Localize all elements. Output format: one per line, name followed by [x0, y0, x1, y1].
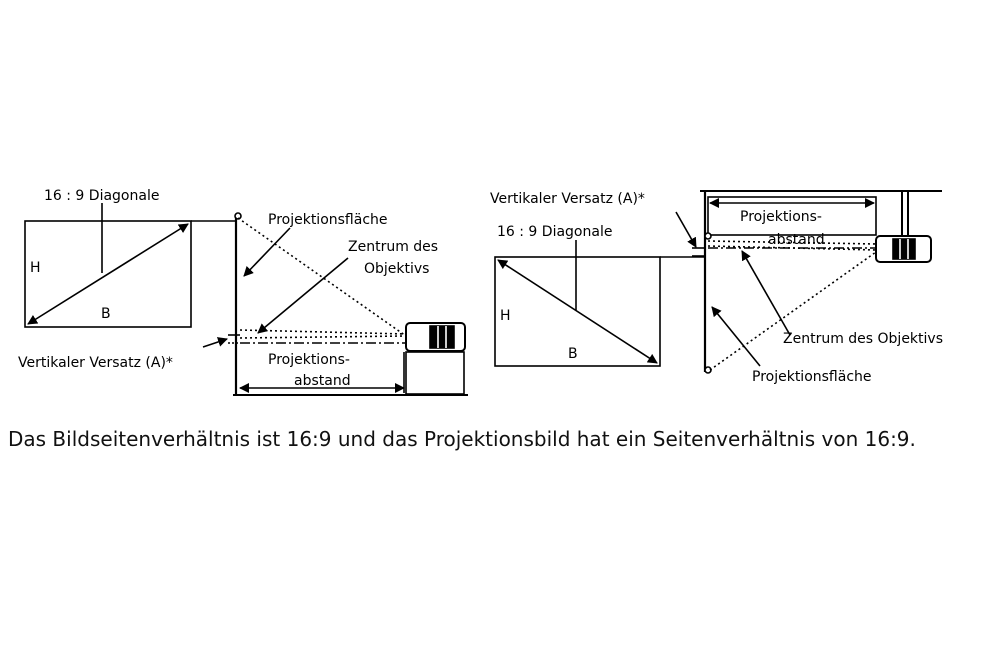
right-lens-center-label: Zentrum des Objektivs — [783, 331, 943, 347]
right-diagonal-label: 16 : 9 Diagonale — [497, 224, 612, 240]
right-diagonal-arrow — [497, 259, 658, 364]
right-distance-label-2: abstand — [768, 232, 825, 248]
right-offset-label: Vertikaler Versatz (A)* — [490, 191, 645, 207]
right-projector — [875, 235, 932, 263]
left-distance-label-2: abstand — [294, 373, 351, 389]
left-offset-label: Vertikaler Versatz (A)* — [18, 355, 173, 371]
left-lens-center-label-1: Zentrum des — [348, 239, 438, 255]
right-distance-label-1: Projektions- — [740, 209, 822, 225]
right-width-label: B — [568, 346, 578, 362]
left-distance-label-1: Projektions- — [268, 352, 350, 368]
left-height-label: H — [30, 260, 41, 276]
left-diagonal-label: 16 : 9 Diagonale — [44, 188, 159, 204]
left-screen-label: Projektionsfläche — [268, 212, 388, 228]
right-height-label: H — [500, 308, 511, 324]
caption-text: Das Bildseitenverhältnis ist 16:9 und da… — [8, 427, 916, 451]
right-image-rect — [494, 256, 661, 367]
left-labels: 16 : 9 Diagonale H B Projektionsfläche Z… — [18, 188, 438, 389]
left-lens-center-label-2: Objektivs — [364, 261, 429, 277]
left-projector — [405, 322, 466, 352]
left-width-label: B — [101, 306, 111, 322]
left-image-rect — [24, 220, 192, 328]
left-diagonal-arrow — [27, 223, 189, 325]
left-diagram — [24, 203, 468, 396]
right-labels: Vertikaler Versatz (A)* 16 : 9 Diagonale… — [490, 191, 943, 385]
right-screen-label: Projektionsfläche — [752, 369, 872, 385]
right-diagram — [494, 190, 942, 374]
